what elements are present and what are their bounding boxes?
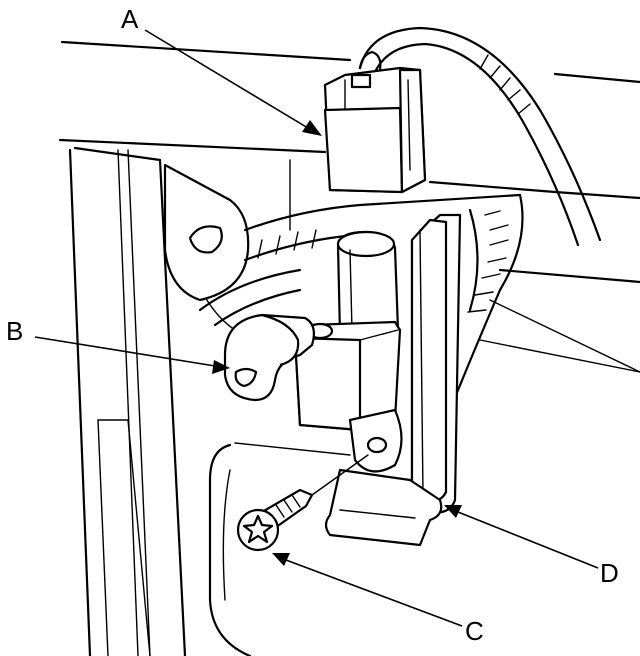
leader-b (34, 336, 230, 374)
callout-label-c: C (465, 616, 484, 646)
screw-c (236, 454, 369, 552)
bracket-d (324, 213, 462, 547)
connector-a (323, 50, 427, 194)
callout-label-b: B (6, 316, 23, 346)
clip-b (223, 313, 315, 402)
leader-c (272, 553, 463, 627)
leader-a (144, 29, 322, 136)
leader-d (444, 505, 599, 569)
callout-label-a: A (121, 4, 139, 34)
callout-label-d: D (600, 558, 619, 588)
sensor-unit (293, 230, 403, 473)
upper-cable (358, 26, 602, 247)
mounting-tab (163, 163, 250, 302)
